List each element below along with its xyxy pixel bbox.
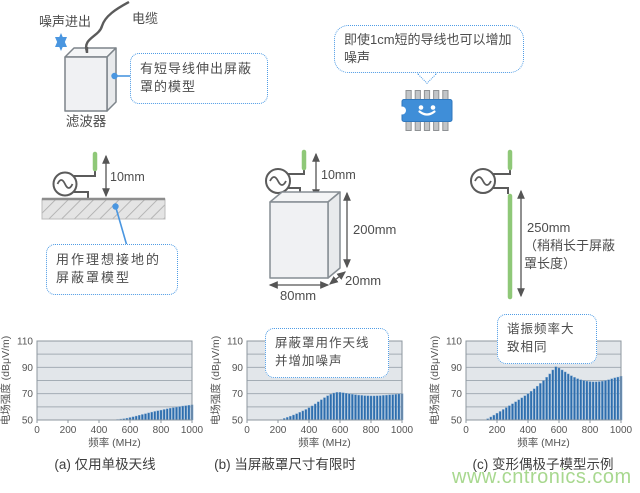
svg-text:1000: 1000 xyxy=(391,425,414,436)
svg-text:110: 110 xyxy=(227,337,243,348)
caption-c: (c) 变形偶极子模型示例 xyxy=(472,457,614,472)
svg-text:800: 800 xyxy=(153,425,170,436)
ac-source-c-icon xyxy=(470,167,511,194)
cable-line xyxy=(84,0,130,53)
svg-text:电场强度 (dBμV/m): 电场强度 (dBμV/m) xyxy=(209,336,222,425)
svg-text:频率 (MHz): 频率 (MHz) xyxy=(517,436,570,449)
chip-icon xyxy=(398,90,453,131)
watermark: www.cntronics.com xyxy=(452,466,632,488)
svg-text:电场强度 (dBμV/m): 电场强度 (dBμV/m) xyxy=(428,336,441,425)
svg-text:0: 0 xyxy=(244,425,250,436)
svg-text:800: 800 xyxy=(582,425,599,436)
chart-c-callout: 谐振频率大致相同 xyxy=(497,314,597,364)
filter-label: 滤波器 xyxy=(65,114,107,129)
svg-text:400: 400 xyxy=(301,425,318,436)
svg-text:400: 400 xyxy=(91,425,108,436)
svg-text:600: 600 xyxy=(332,425,349,436)
chart-a: 0 200 400 600 800 1000 50 70 90 110 频率 (MHz) 电场强度 (… xyxy=(0,336,204,449)
svg-text:1000: 1000 xyxy=(610,425,633,436)
ac-source-a-icon xyxy=(52,168,96,199)
noise-inout-label: 噪声进出 xyxy=(39,14,92,29)
dim-label-200mm: 200mm xyxy=(353,222,397,237)
svg-text:90: 90 xyxy=(451,363,463,374)
svg-text:0: 0 xyxy=(34,425,40,436)
dim-note-250mm: （稍稍长于屏蔽罩长度） xyxy=(524,238,616,272)
dim-label-80mm: 80mm xyxy=(280,288,317,303)
dim-label-10mm-b: 10mm xyxy=(321,168,356,182)
svg-text:0: 0 xyxy=(463,425,469,436)
svg-text:200: 200 xyxy=(489,425,506,436)
dim-label-10mm-a: 10mm xyxy=(110,170,145,184)
svg-text:50: 50 xyxy=(232,416,244,427)
svg-text:70: 70 xyxy=(232,389,244,400)
filter-callout-connector xyxy=(111,72,131,80)
svg-text:70: 70 xyxy=(451,389,463,400)
svg-text:频率 (MHz): 频率 (MHz) xyxy=(298,436,351,449)
filter-callout: 有短导线伸出屏蔽罩的模型 xyxy=(130,53,268,104)
svg-text:电场强度 (dBμV/m): 电场强度 (dBμV/m) xyxy=(0,336,12,425)
svg-text:400: 400 xyxy=(520,425,537,436)
svg-text:1000: 1000 xyxy=(181,425,204,436)
chart-b: 0 200 400 600 800 1000 50 70 90 110 频率 (MHz) 电场强度 (… xyxy=(209,336,414,449)
svg-text:90: 90 xyxy=(232,363,244,374)
cable-label: 电缆 xyxy=(132,11,159,26)
caption-a: (a) 仅用单极天线 xyxy=(54,457,156,472)
svg-text:70: 70 xyxy=(22,389,34,400)
filter-box xyxy=(64,47,117,112)
ground-plane xyxy=(41,197,166,220)
dim-label-20mm: 20mm xyxy=(345,273,382,288)
shield-box xyxy=(269,191,341,279)
svg-text:50: 50 xyxy=(22,416,34,427)
svg-text:90: 90 xyxy=(22,363,34,374)
svg-text:600: 600 xyxy=(551,425,568,436)
chart-b-callout: 屏蔽罩用作天线并增加噪声 xyxy=(265,328,389,378)
svg-text:频率 (MHz): 频率 (MHz) xyxy=(88,436,141,449)
svg-text:200: 200 xyxy=(60,425,77,436)
svg-text:50: 50 xyxy=(451,416,463,427)
svg-text:110: 110 xyxy=(446,337,462,348)
dim-arrow-20mm xyxy=(328,271,347,285)
svg-text:600: 600 xyxy=(122,425,139,436)
chip-bubble: 即使1cm短的导线也可以增加噪声 xyxy=(334,25,524,74)
chart-c: 0 200 400 600 800 1000 50 70 90 110 频率 (MHz) 电场强度 (… xyxy=(428,336,633,449)
ground-callout: 用作理想接地的屏蔽罩模型 xyxy=(46,244,178,295)
svg-text:200: 200 xyxy=(270,425,287,436)
ground-callout-connector xyxy=(112,203,128,247)
svg-text:110: 110 xyxy=(17,337,33,348)
dim-label-250mm: 250mm xyxy=(527,220,571,235)
svg-text:800: 800 xyxy=(363,425,380,436)
caption-b: (b) 当屏蔽罩尺寸有限时 xyxy=(214,457,356,472)
